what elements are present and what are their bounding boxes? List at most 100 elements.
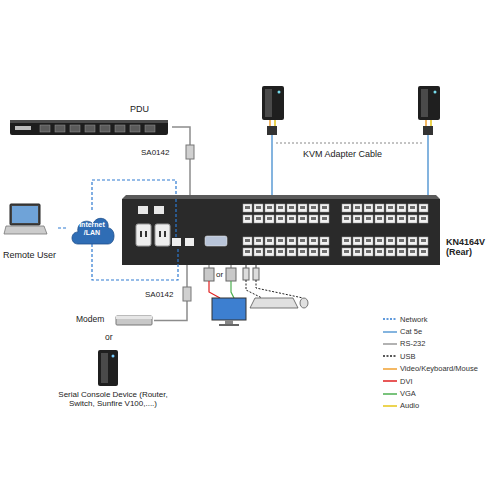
modem-body xyxy=(116,316,152,325)
legend-text: USB xyxy=(400,352,415,361)
lan-port xyxy=(172,238,181,246)
socket-pin xyxy=(164,231,166,237)
keyboard xyxy=(250,298,298,308)
server-body xyxy=(262,86,284,120)
legend-line xyxy=(383,318,397,320)
power-socket xyxy=(155,224,170,246)
pdu-outlet xyxy=(100,125,110,132)
dvi-cable xyxy=(209,281,220,298)
kvm-lead xyxy=(425,120,427,126)
socket-pin xyxy=(140,231,142,237)
power-switch xyxy=(138,206,148,214)
kvm-adapter xyxy=(267,126,277,135)
node-label: Modem xyxy=(76,315,104,325)
console-cables xyxy=(204,265,308,326)
port-block xyxy=(242,236,330,258)
usb-plug xyxy=(243,268,249,280)
pdu-device xyxy=(10,120,168,135)
console-tower xyxy=(98,350,118,386)
legend-text: DVI xyxy=(400,377,413,386)
kvm-switch-body xyxy=(122,195,440,265)
network-wire xyxy=(92,244,178,280)
dvi-plug xyxy=(204,268,214,281)
cable-label: KVM Adapter Cable xyxy=(302,149,383,159)
socket-pin xyxy=(145,231,147,237)
laptop xyxy=(4,204,47,234)
cable-connector xyxy=(92,180,176,210)
internet-cloud: Internet /LAN xyxy=(68,210,116,252)
legend-row: RS-232 xyxy=(383,338,478,350)
laptop-base xyxy=(4,226,47,234)
legend-row: USB xyxy=(383,350,478,362)
legend-text: Network xyxy=(400,315,428,324)
server-face xyxy=(265,89,272,117)
node-label: Internet /LAN xyxy=(74,221,110,237)
vga-plug xyxy=(226,268,236,281)
modem-top xyxy=(116,316,152,319)
server-left xyxy=(262,86,284,195)
cat5e-cable xyxy=(271,135,273,195)
legend-swatch xyxy=(383,353,397,359)
legend-line xyxy=(383,380,397,382)
tower-led xyxy=(112,355,115,358)
node-label: Serial Console Device (Router, Switch, S… xyxy=(48,390,178,408)
legend-row: Audio xyxy=(383,400,478,412)
serial-console-device: Serial Console Device (Router, Switch, S… xyxy=(40,346,196,414)
usb-plug xyxy=(253,268,259,280)
vga-cable xyxy=(231,281,234,298)
legend-text: Video/Keyboard/Mouse xyxy=(400,364,478,373)
vga-port xyxy=(205,236,227,246)
legend-row: Network xyxy=(383,313,478,325)
legend-line xyxy=(383,343,397,345)
server-led xyxy=(278,91,281,94)
legend-line xyxy=(383,331,397,333)
power-socket xyxy=(136,224,151,246)
legend-line xyxy=(383,405,397,407)
pdu-body xyxy=(10,120,168,135)
laptop-display xyxy=(12,206,38,223)
kvm-lead xyxy=(269,120,271,126)
monitor-base xyxy=(219,324,239,326)
power-switch xyxy=(154,206,164,214)
cloud-shape xyxy=(72,218,114,244)
monitor-screen xyxy=(212,298,246,320)
modem-device xyxy=(116,316,152,325)
pdu-outlet xyxy=(70,125,80,132)
node-label: KN4164V (Rear) xyxy=(446,237,494,258)
legend-row: VGA xyxy=(383,387,478,399)
modem: Modem xyxy=(74,312,154,329)
server-led xyxy=(434,91,437,94)
legend-text: VGA xyxy=(400,389,416,398)
remote-user: Remote User xyxy=(2,202,58,262)
legend-row: DVI xyxy=(383,375,478,387)
switch-panel xyxy=(122,199,440,265)
monitor-stand xyxy=(225,320,233,324)
kvm-lead xyxy=(274,120,276,126)
legend-swatch xyxy=(383,329,397,335)
lan-port xyxy=(185,238,194,246)
cable-bracket xyxy=(276,143,424,144)
rs232-adapter xyxy=(183,287,191,301)
port-block xyxy=(242,203,330,225)
legend-line xyxy=(383,368,397,370)
legend-text: Audio xyxy=(400,401,419,410)
server-body xyxy=(418,86,440,120)
kvm-adapter xyxy=(423,126,433,135)
legend-text: Cat 5e xyxy=(400,327,422,336)
adapter-label: SA0142 xyxy=(140,148,170,157)
node-label: PDU xyxy=(130,104,149,114)
cat5e-cable xyxy=(427,135,429,195)
tower-face xyxy=(101,353,108,383)
legend-row: Video/Keyboard/Mouse xyxy=(383,363,478,375)
port-block xyxy=(341,203,429,225)
pdu-outlet xyxy=(40,125,50,132)
kvm-lead xyxy=(430,120,432,126)
or-text: or xyxy=(215,270,224,279)
usb-cable xyxy=(256,280,303,298)
laptop-screen xyxy=(10,204,40,225)
cable-connector xyxy=(172,127,190,195)
node-label: Remote User xyxy=(3,250,56,260)
